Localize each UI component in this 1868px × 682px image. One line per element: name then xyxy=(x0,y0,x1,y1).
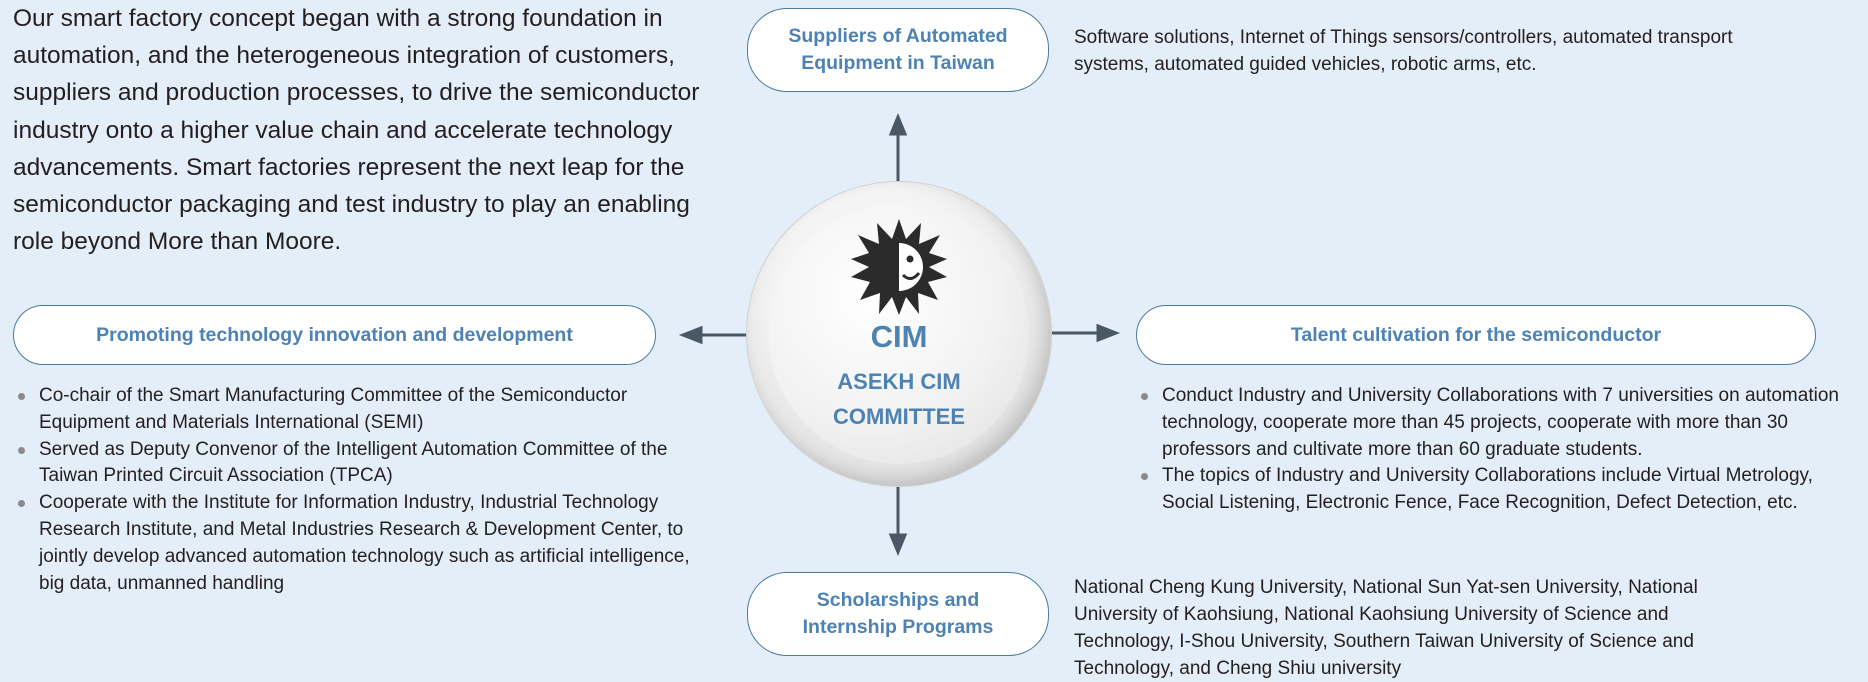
suppliers-text: Software solutions, Internet of Things s… xyxy=(1074,27,1733,75)
right-bullet-list: Conduct Industry and University Collabor… xyxy=(1136,383,1862,517)
cim-title: CIM xyxy=(870,319,928,354)
scholarships-label-line1: Scholarships and xyxy=(816,589,980,611)
intro-paragraph: Our smart factory concept began with a s… xyxy=(13,5,700,256)
suppliers-label-line2: Equipment in Taiwan xyxy=(801,52,995,74)
arrow-right-icon xyxy=(1096,323,1121,343)
arrow-down-icon xyxy=(888,533,908,556)
list-item: Served as Deputy Convenor of the Intelli… xyxy=(13,437,693,491)
suppliers-label-line1: Suppliers of Automated xyxy=(788,25,1008,47)
scholarships-text: National Cheng Kung University, National… xyxy=(1074,577,1698,679)
list-item: Co-chair of the Smart Manufacturing Comm… xyxy=(13,383,693,437)
cim-committee-circle: CIM ASEKH CIM COMMITTEE xyxy=(747,182,1051,486)
list-item: Cooperate with the Institute for Informa… xyxy=(13,490,693,597)
sun-face-icon xyxy=(851,219,947,315)
list-item: Conduct Industry and University Collabor… xyxy=(1136,383,1862,463)
cim-subtitle-line1: ASEKH CIM xyxy=(837,369,961,394)
list-item: The topics of Industry and University Co… xyxy=(1136,463,1862,517)
scholarships-label: Scholarships and Internship Programs xyxy=(747,572,1049,656)
talent-cultivation-label: Talent cultivation for the semiconductor xyxy=(1136,305,1816,365)
cim-subtitle: ASEKH CIM COMMITTEE xyxy=(747,364,1051,434)
cim-subtitle-line2: COMMITTEE xyxy=(833,404,965,429)
suppliers-label: Suppliers of Automated Equipment in Taiw… xyxy=(747,8,1049,92)
promoting-innovation-label: Promoting technology innovation and deve… xyxy=(13,305,656,365)
arrow-up-icon xyxy=(888,113,908,136)
left-bullet-list: Co-chair of the Smart Manufacturing Comm… xyxy=(13,383,693,597)
arrow-left-icon xyxy=(678,325,703,345)
scholarships-label-line2: Internship Programs xyxy=(802,616,994,638)
